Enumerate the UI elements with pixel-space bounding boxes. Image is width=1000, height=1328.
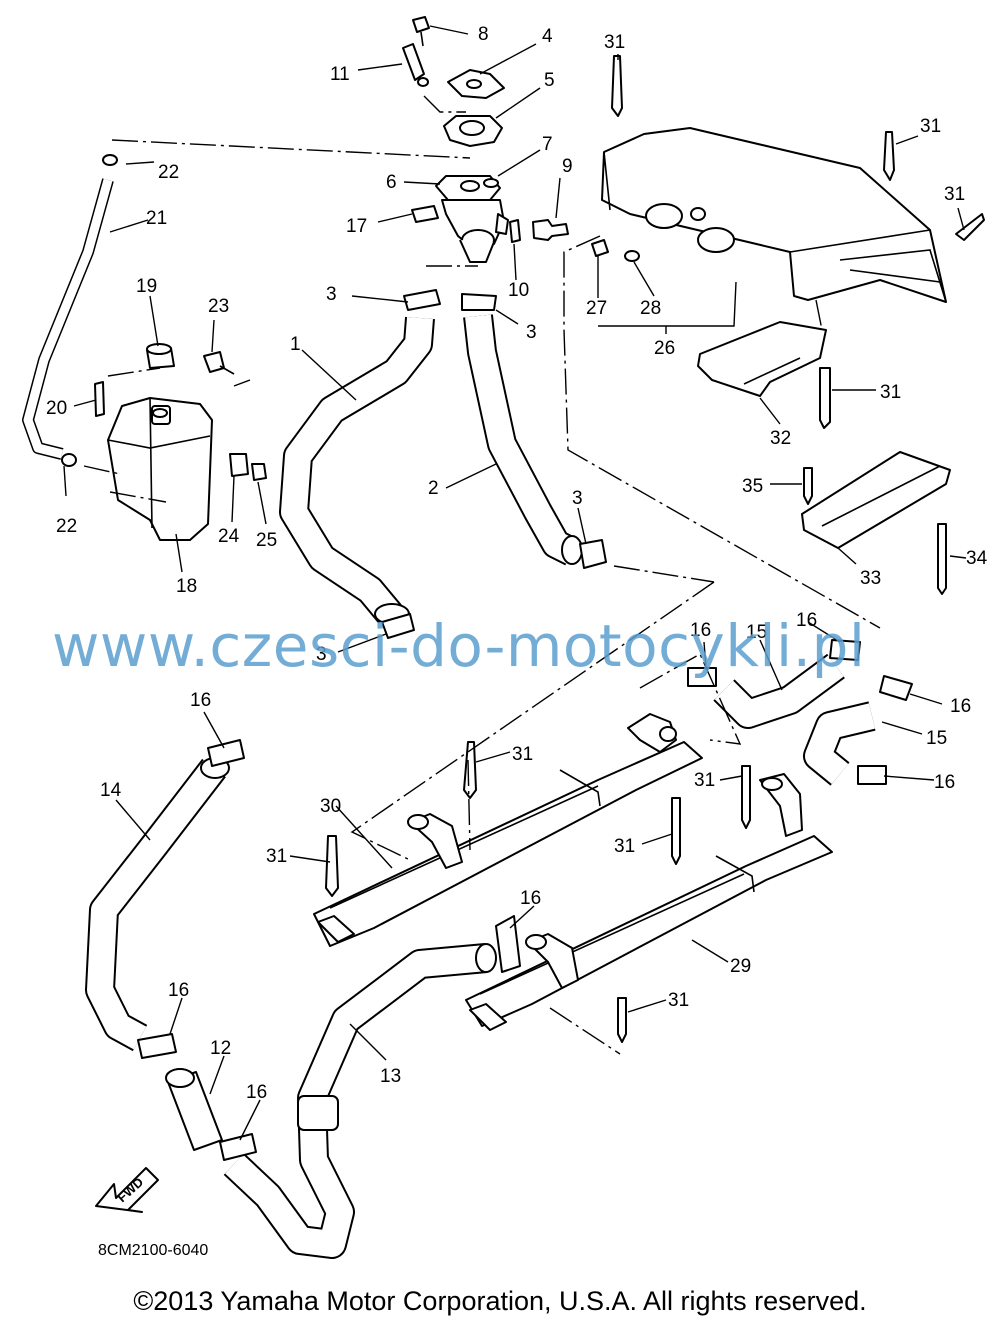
callout-10: 10 (508, 280, 529, 301)
callout-16: 16 (796, 610, 817, 631)
copyright-notice: ©2013 Yamaha Motor Corporation, U.S.A. A… (133, 1286, 867, 1316)
callout-13: 13 (380, 1066, 401, 1087)
reference-lines (83, 95, 881, 1055)
callout-7: 7 (542, 134, 553, 155)
callout-24: 24 (218, 526, 240, 547)
callout-30: 30 (320, 796, 341, 817)
radiator-plates (313, 713, 833, 1031)
callout-31: 31 (614, 836, 635, 857)
callout-31: 31 (944, 184, 965, 205)
callout-34: 34 (966, 548, 988, 569)
hose-12-to-15 (85, 639, 913, 1259)
rivets (325, 55, 985, 1043)
watermark-text: www.czesci-do-motocykli.pl (52, 612, 866, 680)
forward-arrow: FWD (95, 1167, 159, 1213)
callout-23: 23 (208, 296, 229, 317)
callout-31: 31 (880, 382, 901, 403)
diagram-code: 8CM2100-6040 (98, 1242, 209, 1259)
callout-12: 12 (210, 1038, 231, 1059)
callout-5: 5 (544, 70, 555, 91)
callout-33: 33 (860, 568, 881, 589)
cooler-box-assembly (591, 127, 951, 549)
callout-28: 28 (640, 298, 661, 319)
callout-4: 4 (542, 26, 553, 47)
callout-31: 31 (512, 744, 533, 765)
callout-29: 29 (730, 956, 751, 977)
callout-16: 16 (246, 1082, 267, 1103)
callout-1: 1 (290, 334, 301, 355)
callout-35: 35 (742, 476, 763, 497)
coolant-tank-assembly (22, 154, 267, 541)
callout-20: 20 (46, 398, 67, 419)
callout-31: 31 (668, 990, 689, 1011)
callout-21: 21 (146, 208, 167, 229)
callout-3: 3 (572, 488, 583, 509)
callout-16: 16 (934, 772, 955, 793)
callout-16: 16 (190, 690, 211, 711)
callout-31: 31 (694, 770, 715, 791)
callout-16: 16 (168, 980, 189, 1001)
callout-9: 9 (562, 156, 573, 177)
callout-26: 26 (654, 338, 675, 359)
callout-15: 15 (926, 728, 947, 749)
callout-18: 18 (176, 576, 197, 597)
callout-22: 22 (56, 516, 77, 537)
callout-3: 3 (526, 322, 537, 343)
callout-32: 32 (770, 428, 791, 449)
hose-1-and-2 (279, 289, 607, 639)
callout-31: 31 (604, 32, 625, 53)
callout-3: 3 (326, 284, 337, 305)
callout-31: 31 (266, 846, 287, 867)
callout-3: 3 (316, 644, 327, 665)
callout-17: 17 (346, 216, 367, 237)
callout-2: 2 (428, 478, 439, 499)
callout-16: 16 (950, 696, 971, 717)
callout-22: 22 (158, 162, 179, 183)
callout-25: 25 (256, 530, 277, 551)
leader-lines (63, 25, 967, 1141)
callout-11: 11 (330, 64, 350, 85)
callout-8: 8 (478, 24, 489, 45)
callout-27: 27 (586, 298, 607, 319)
callout-31: 31 (920, 116, 941, 137)
callout-19: 19 (136, 276, 157, 297)
callout-14: 14 (100, 780, 122, 801)
callout-15: 15 (746, 622, 767, 643)
thermostat-assembly (402, 16, 569, 263)
callout-16: 16 (690, 620, 711, 641)
callout-16: 16 (520, 888, 541, 909)
callouts: 1 2 3 3 3 3 4 5 6 7 8 9 10 11 12 13 14 1… (46, 24, 988, 1103)
callout-6: 6 (386, 172, 397, 193)
